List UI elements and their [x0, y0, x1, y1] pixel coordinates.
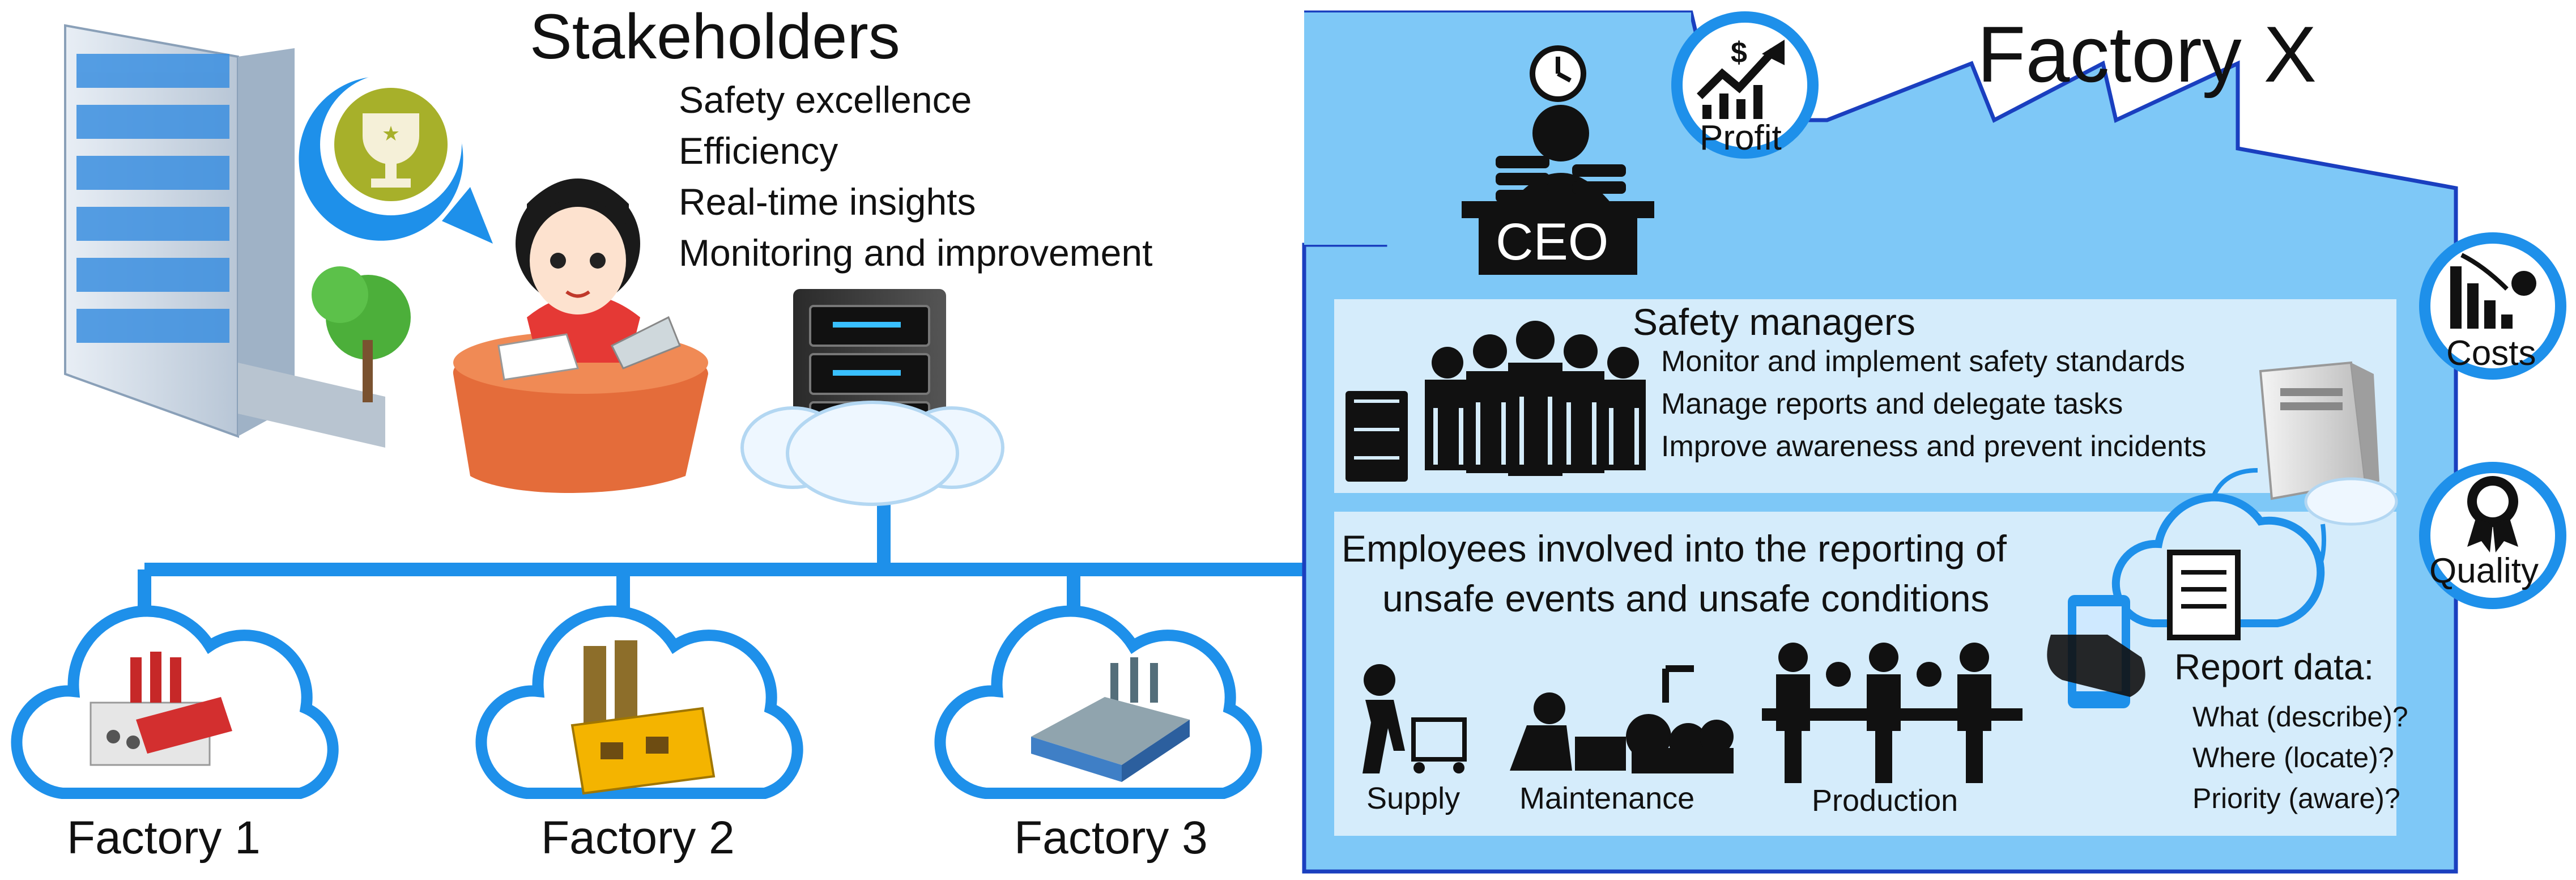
report-cloud-icon — [2111, 493, 2325, 640]
factory-1-cloud — [11, 605, 339, 799]
factory-blue-icon — [1031, 657, 1190, 782]
supply-label: Supply — [1366, 781, 1461, 815]
office-building-icon — [64, 24, 411, 448]
factory-3-label: Factory 3 — [1014, 812, 1208, 864]
trophy-pin-icon: ★ — [299, 74, 493, 244]
factory-3-cloud — [934, 605, 1262, 799]
report-item: Priority (aware)? — [2192, 783, 2400, 814]
stakeholder-goal: Real-time insights — [679, 181, 976, 223]
safety-task: Improve awareness and prevent incidents — [1661, 430, 2207, 463]
production-workers-icon — [1762, 643, 2023, 783]
factory-2-cloud — [475, 605, 803, 799]
ceo-label: CEO — [1496, 213, 1609, 271]
factory-red-icon — [90, 652, 232, 766]
safety-managers-title: Safety managers — [1633, 301, 1915, 343]
supply-worker-icon — [1362, 664, 1467, 773]
factory-2-label: Factory 2 — [541, 812, 735, 864]
factory-x-title: Factory X — [1977, 10, 2317, 99]
ceo-icon — [1462, 45, 1654, 275]
production-label: Production — [1812, 784, 1958, 818]
stakeholder-person-icon — [453, 178, 708, 493]
report-item: Where (locate)? — [2192, 742, 2394, 773]
profit-label: Profit — [1700, 118, 1782, 158]
network-lines — [138, 487, 1303, 623]
maintenance-worker-icon — [1510, 665, 1734, 773]
filing-cabinet-icon — [1346, 391, 1408, 482]
svg-text:★: ★ — [382, 122, 400, 146]
svg-text:$: $ — [1731, 36, 1747, 69]
costs-badge — [2419, 232, 2566, 380]
phone-hand-icon — [2047, 595, 2145, 708]
report-item: What (describe)? — [2192, 701, 2408, 733]
stakeholder-goal: Safety excellence — [679, 79, 972, 121]
quality-badge — [2419, 462, 2566, 609]
stakeholder-goal: Monitoring and improvement — [679, 232, 1153, 274]
safety-task: Manage reports and delegate tasks — [1661, 388, 2123, 420]
factory-yellow-icon — [570, 640, 716, 795]
tower-server-icon — [2259, 361, 2398, 526]
factory-1-label: Factory 1 — [67, 812, 261, 864]
maintenance-label: Maintenance — [1519, 781, 1695, 815]
safety-task: Monitor and implement safety standards — [1661, 345, 2185, 378]
cloud-server-icon — [740, 289, 1004, 506]
employees-title-line2: unsafe events and unsafe conditions — [1382, 577, 1990, 619]
stakeholders-title: Stakeholders — [530, 1, 900, 72]
profit-badge: $ — [1671, 11, 1819, 159]
safety-workers-icon — [1425, 321, 1646, 476]
costs-label: Costs — [2446, 334, 2536, 373]
report-data-title: Report data: — [2174, 647, 2374, 687]
employees-title-line1: Employees involved into the reporting of — [1342, 528, 2007, 569]
quality-label: Quality — [2429, 551, 2539, 590]
stakeholder-goal: Efficiency — [679, 130, 838, 172]
